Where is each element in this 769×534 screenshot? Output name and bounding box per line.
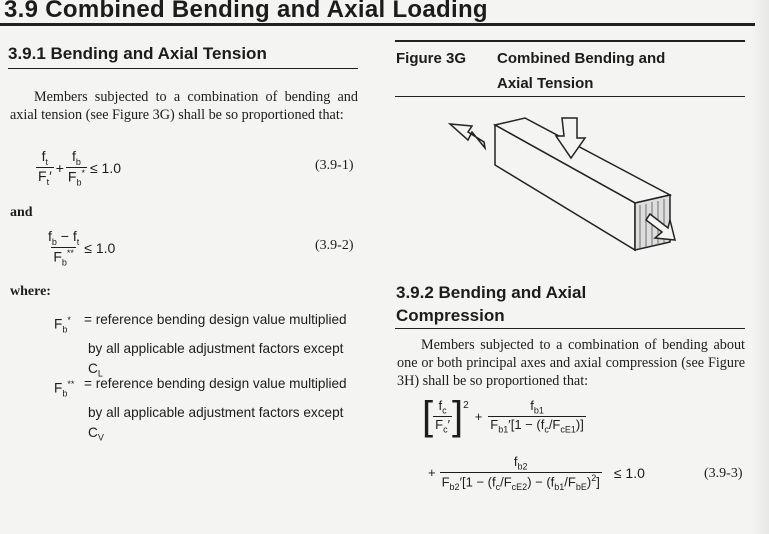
where-label: where:	[10, 284, 51, 299]
symbol-fb-double-star: Fb**	[54, 379, 75, 399]
eq1-rhs: ≤ 1.0	[89, 159, 122, 176]
section-heading-3-9-2-line2: Compression	[396, 306, 505, 325]
fraction-fb-Fb: fb Fb*	[65, 148, 87, 188]
section-heading-3-9-2-line1: 3.9.2 Bending and Axial	[396, 283, 587, 302]
def1-line3: C	[88, 361, 98, 377]
figure-caption-rule	[395, 96, 745, 97]
figure-caption-line2: Axial Tension	[497, 75, 594, 92]
fraction-fb-minus-ft: fb − ft Fb**	[48, 228, 80, 268]
definition-fb-star: Fb* = reference bending design value mul…	[54, 310, 347, 384]
fraction-fc-Fc: fc Fc′	[433, 397, 453, 435]
def2-line3: C	[88, 425, 98, 441]
and-label: and	[10, 205, 33, 220]
compression-paragraph: Members subjected to a combination of be…	[397, 337, 745, 389]
equation-3-9-1: ft Ft′ + fb Fb* ≤ 1.0	[36, 148, 122, 188]
def2-line1: = reference bending design value multipl…	[84, 376, 347, 391]
def2-sub: V	[97, 432, 104, 443]
figure-caption-line1: Combined Bending and	[497, 50, 666, 67]
bending-load-arrow	[554, 117, 587, 160]
symbol-fb-star: Fb*	[54, 315, 71, 335]
tension-arrow-right	[644, 212, 676, 241]
def1-sub: L	[97, 368, 103, 379]
title-rule	[0, 23, 755, 26]
eq3-rhs: ≤ 1.0	[613, 464, 645, 481]
def1-line2: by all applicable adjustment factors exc…	[88, 341, 344, 357]
figure-label: Figure 3G	[396, 50, 467, 67]
eq-number-3-9-1: (3.9-1)	[315, 158, 354, 173]
def2-line2: by all applicable adjustment factors exc…	[88, 405, 344, 421]
page-title: 3.9 Combined Bending and Axial Loading	[4, 0, 488, 23]
equation-3-9-3-line2: + fb2 Fb2′[1 − (fc/FcE2) − (fb1/FbE)2] ≤…	[428, 454, 645, 492]
equation-3-9-2: fb − ft Fb** ≤ 1.0	[46, 228, 115, 267]
eq-number-3-9-3: (3.9-3)	[704, 466, 743, 481]
fraction-ft-Ft: ft Ft′	[36, 148, 54, 187]
eq-number-3-9-2: (3.9-2)	[315, 238, 354, 253]
section-rule-left	[8, 68, 358, 69]
figure-top-rule	[395, 40, 745, 42]
intro-paragraph: Members subjected to a combination of be…	[10, 89, 358, 123]
tension-arrow-left	[447, 123, 487, 151]
def1-line1: = reference bending design value multipl…	[84, 312, 347, 327]
section-rule-right	[395, 328, 745, 329]
beam-figure	[447, 117, 676, 252]
page-edge-shadow	[751, 0, 769, 534]
fraction-fb2: fb2 Fb2′[1 − (fc/FcE2) − (fb1/FbE)2]	[439, 454, 602, 492]
eq2-rhs: ≤ 1.0	[84, 239, 116, 256]
definition-fb-double-star: Fb** = reference bending design value mu…	[54, 374, 347, 448]
fraction-fb1: fb1 Fb1′[1 − (fc/FcE1)]	[488, 397, 586, 435]
equation-3-9-3-line1: [ fc Fc′ ]2 + fb1 Fb1′[1 − (fc/FcE1)]	[422, 394, 586, 438]
section-heading-3-9-1: 3.9.1 Bending and Axial Tension	[8, 44, 267, 63]
